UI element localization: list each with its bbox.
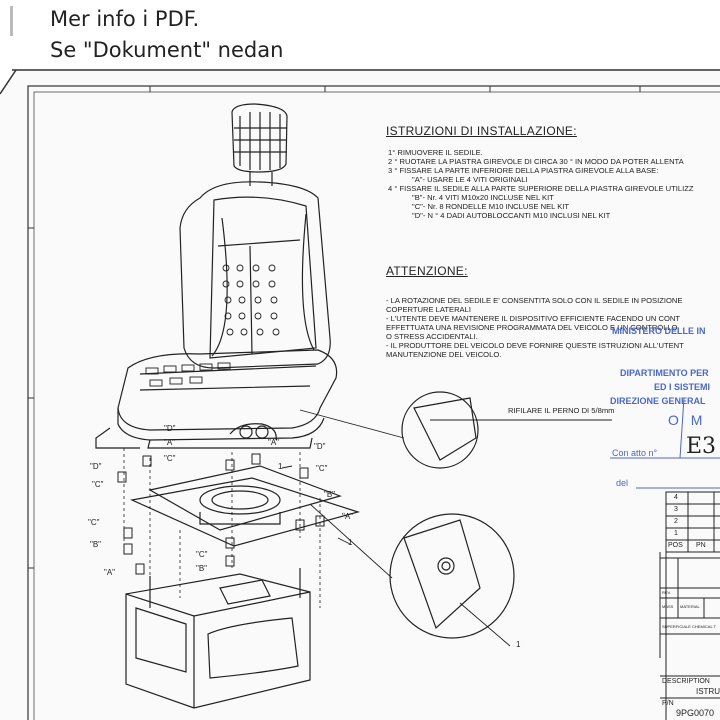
part-label-c: "C" [316,464,328,473]
istruzioni-line: "B"- Nr. 4 VITI M10x20 INCLUSE NEL KIT [412,193,554,202]
part-label-a: "A" [268,438,280,447]
tb-pn-value: 9PG0070 [676,708,715,718]
tb-pn-label: P/N [662,700,674,707]
scroll-indicator [10,6,13,36]
attenzione-line: - IL PRODUTTORE DEL VEICOLO DEVE FORNIRE… [386,341,684,350]
part-label-d: "D" [314,442,326,451]
stamp-del-label: del [616,478,629,488]
istruzioni-line: "A"- USARE LE 4 VITI ORIGINALI [412,175,528,184]
tb-row: 2 [674,518,678,525]
tb-description-label: DESCRIPTION [662,678,710,685]
tb-rev: REV. [662,590,671,595]
attenzione-line: - L'UTENTE DEVE MANTENERE IL DISPOSITIVO… [386,314,680,323]
attenzione-line: COPERTURE LATERALI [386,305,471,314]
istruzioni-line: 1° RIMUOVERE IL SEDILE. [388,148,483,157]
part-label-b: "B" [90,540,102,549]
tb-surface: SUPERFICIALE CHEMICAL T [662,624,717,629]
part-label-b: "B" [196,564,208,573]
istruzioni-line: 2 ° RUOTARE LA PIASTRA GIREVOLE DI CIRCA… [388,157,684,166]
tb-pn: PN [696,542,706,549]
attenzione-line: - LA ROTAZIONE DEL SEDILE E' CONSENTITA … [386,296,683,305]
info-line-2: Se "Dokument" nedan [50,38,284,62]
part-label-c: "C" [92,480,104,489]
viewer-header: Mer info i PDF. Se "Dokument" nedan [0,0,720,68]
part-label-a: "A" [164,438,176,447]
attenzione-line: MANUTENZIONE DEL VEICOLO. [386,350,502,359]
part-label-1: 1 [516,640,521,649]
stamp-line: ED I SISTEMI [654,382,711,392]
tb-pos: POS [668,542,683,549]
stamp-atto-label: Con atto n° [612,448,658,458]
part-label-c: "C" [164,454,176,463]
tb-description-value: ISTRU [696,687,720,696]
istruzioni-line: "C"- Nr. 8 RONDELLE M10 INCLUSE NEL KIT [412,202,570,211]
part-label-d: "D" [90,462,102,471]
istruzioni-title: ISTRUZIONI DI INSTALLAZIONE: [386,124,577,138]
tb-material: MATERIAL [680,604,700,609]
istruzioni-line: 3 ° FISSARE LA PARTE INFERIORE DELLA PIA… [388,166,659,175]
callout-label: RIFILARE IL PERNO DI 5/8mm [508,406,615,415]
info-line-1: Mer info i PDF. [50,7,200,31]
part-label-1: 1 [278,462,283,471]
stamp-line: DIREZIONE GENERAL [610,396,706,406]
drawing-graphics [0,68,720,720]
part-label-c: "C" [88,518,100,527]
part-label-c: "C" [196,550,208,559]
stamp-line: MINISTERO DELLE IN [612,326,706,336]
part-label-1: 1 [348,538,353,547]
istruzioni-line: 4 ° FISSARE IL SEDILE ALLA PARTE SUPERIO… [388,184,694,193]
tb-mass: MASS [662,604,674,609]
tb-row: 4 [674,494,678,501]
part-label-d: "D" [164,424,176,433]
attenzione-line: EFFETTUATA UNA REVISIONE PROGRAMMATA DEL… [386,323,678,332]
part-label-a: "A" [342,512,354,521]
attenzione-title: ATTENZIONE: [386,264,468,278]
tb-row: 1 [674,530,678,537]
stamp-om: O M [668,412,707,428]
stamp-atto-value: E3 / [686,434,720,459]
tb-row: 3 [674,506,678,513]
stamp-line: DIPARTIMENTO PER [620,368,709,378]
attenzione-line: O STRESS ACCIDENTALI. [386,332,478,341]
technical-drawing: ISTRUZIONI DI INSTALLAZIONE: 1° RIMUOVER… [0,68,720,720]
istruzioni-line: "D"- N ° 4 DADI AUTOBLOCCANTI M10 INCLUS… [412,211,611,220]
part-label-b: "B" [324,490,336,499]
part-label-a: "A" [104,568,116,577]
